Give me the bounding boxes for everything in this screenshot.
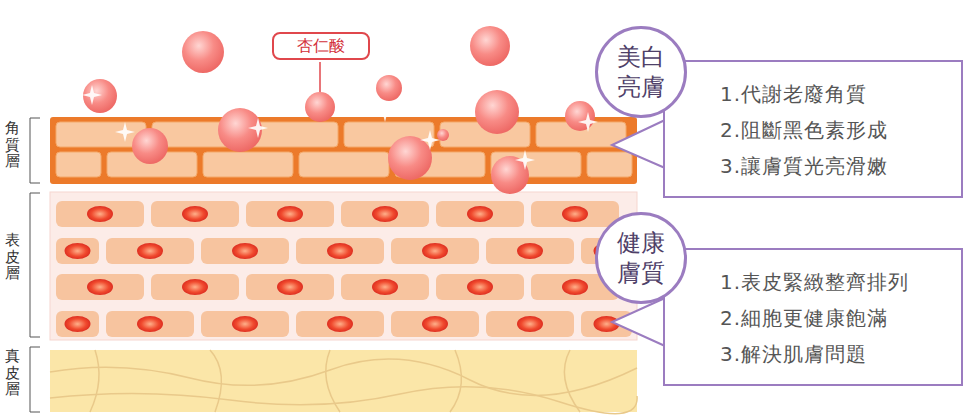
benefit-circle: 美白亮膚 bbox=[595, 26, 687, 118]
benefit-item: 1.表皮緊緻整齊排列 bbox=[720, 264, 949, 300]
cell bbox=[341, 274, 429, 300]
molecule bbox=[376, 75, 402, 101]
layer-label: 表皮層 bbox=[5, 232, 20, 282]
cell-nucleus bbox=[65, 316, 91, 332]
stratum-corneum-layer bbox=[50, 117, 637, 184]
brick bbox=[56, 152, 101, 177]
molecule bbox=[437, 129, 449, 141]
benefit-list-box: 1.表皮緊緻整齊排列2.細胞更健康飽滿3.解決肌膚問題 bbox=[663, 248, 963, 386]
molecule bbox=[475, 90, 519, 134]
molecule bbox=[388, 136, 432, 180]
cell bbox=[436, 201, 524, 227]
cell-nucleus bbox=[277, 279, 303, 295]
cell bbox=[436, 274, 524, 300]
epidermis-cells bbox=[56, 201, 632, 337]
cell bbox=[56, 201, 144, 227]
molecule bbox=[305, 92, 335, 122]
cell bbox=[391, 238, 479, 264]
cell-nucleus bbox=[182, 206, 208, 222]
cell bbox=[296, 311, 384, 337]
cell bbox=[56, 238, 99, 264]
brick bbox=[203, 152, 293, 177]
sparkle bbox=[515, 150, 535, 170]
ingredient-tag: 杏仁酸 bbox=[272, 32, 370, 60]
cell bbox=[531, 201, 619, 227]
cell bbox=[391, 311, 479, 337]
cell-nucleus bbox=[372, 206, 398, 222]
cell-nucleus bbox=[562, 279, 588, 295]
cell-nucleus bbox=[327, 243, 353, 259]
cell bbox=[246, 201, 334, 227]
corneum-bricks bbox=[56, 122, 632, 177]
sparkle bbox=[578, 112, 598, 132]
callout-pointer bbox=[612, 298, 665, 346]
cell-nucleus bbox=[137, 243, 163, 259]
ingredient-label: 杏仁酸 bbox=[297, 36, 345, 57]
cell bbox=[201, 238, 289, 264]
molecule bbox=[218, 108, 262, 152]
molecule bbox=[83, 79, 117, 113]
cell-nucleus bbox=[467, 206, 493, 222]
cell-nucleus bbox=[327, 316, 353, 332]
cell-nucleus bbox=[517, 316, 543, 332]
sparkle bbox=[375, 102, 395, 122]
cell bbox=[106, 238, 194, 264]
cell-nucleus bbox=[467, 279, 493, 295]
dermis-texture bbox=[50, 350, 637, 414]
cell bbox=[56, 274, 144, 300]
cell bbox=[246, 274, 334, 300]
epidermis-layer bbox=[50, 192, 637, 340]
benefit-list-box: 1.代謝老廢角質2.阻斷黑色素形成3.讓膚質光亮滑嫩 bbox=[663, 60, 963, 198]
cell-nucleus bbox=[562, 206, 588, 222]
layer-brackets bbox=[30, 118, 40, 412]
benefit-item: 1.代謝老廢角質 bbox=[720, 76, 949, 112]
benefit-item: 2.細胞更健康飽滿 bbox=[720, 300, 949, 336]
cell bbox=[151, 201, 239, 227]
benefit-item: 3.解決肌膚問題 bbox=[720, 336, 949, 372]
cell-nucleus bbox=[182, 279, 208, 295]
benefit-title: 美白亮膚 bbox=[616, 42, 666, 102]
leader-line bbox=[319, 62, 321, 92]
cell-nucleus bbox=[137, 316, 163, 332]
cell-nucleus bbox=[372, 279, 398, 295]
cell-nucleus bbox=[232, 316, 258, 332]
layer-label: 角質層 bbox=[5, 120, 20, 170]
callout-pointer bbox=[612, 120, 665, 168]
cell bbox=[106, 311, 194, 337]
molecule bbox=[182, 31, 224, 73]
cell-nucleus bbox=[87, 206, 113, 222]
cell bbox=[201, 311, 289, 337]
layer-label: 真皮層 bbox=[5, 348, 20, 398]
cell-nucleus bbox=[277, 206, 303, 222]
brick bbox=[587, 152, 632, 177]
cell bbox=[486, 238, 574, 264]
sparkle bbox=[248, 118, 268, 138]
benefit-title: 健康膚質 bbox=[616, 228, 666, 288]
cell bbox=[296, 238, 384, 264]
brick bbox=[299, 152, 389, 177]
sparkle bbox=[82, 85, 102, 105]
molecule bbox=[565, 101, 595, 131]
benefit-item: 2.阻斷黑色素形成 bbox=[720, 112, 949, 148]
cell bbox=[151, 274, 239, 300]
benefit-item: 3.讓膚質光亮滑嫩 bbox=[720, 148, 949, 184]
cell-nucleus bbox=[65, 243, 91, 259]
cell-nucleus bbox=[87, 279, 113, 295]
sparkle bbox=[115, 122, 135, 142]
sparkle bbox=[420, 130, 440, 150]
cell-nucleus bbox=[422, 243, 448, 259]
benefit-circle: 健康膚質 bbox=[595, 212, 687, 304]
molecule bbox=[132, 128, 168, 164]
cell-nucleus bbox=[422, 316, 448, 332]
molecule bbox=[470, 26, 510, 66]
almond-acid-molecules bbox=[82, 26, 598, 194]
cell-nucleus bbox=[517, 243, 543, 259]
cell bbox=[56, 311, 99, 337]
cell-nucleus bbox=[232, 243, 258, 259]
cell bbox=[486, 311, 574, 337]
cell bbox=[341, 201, 429, 227]
